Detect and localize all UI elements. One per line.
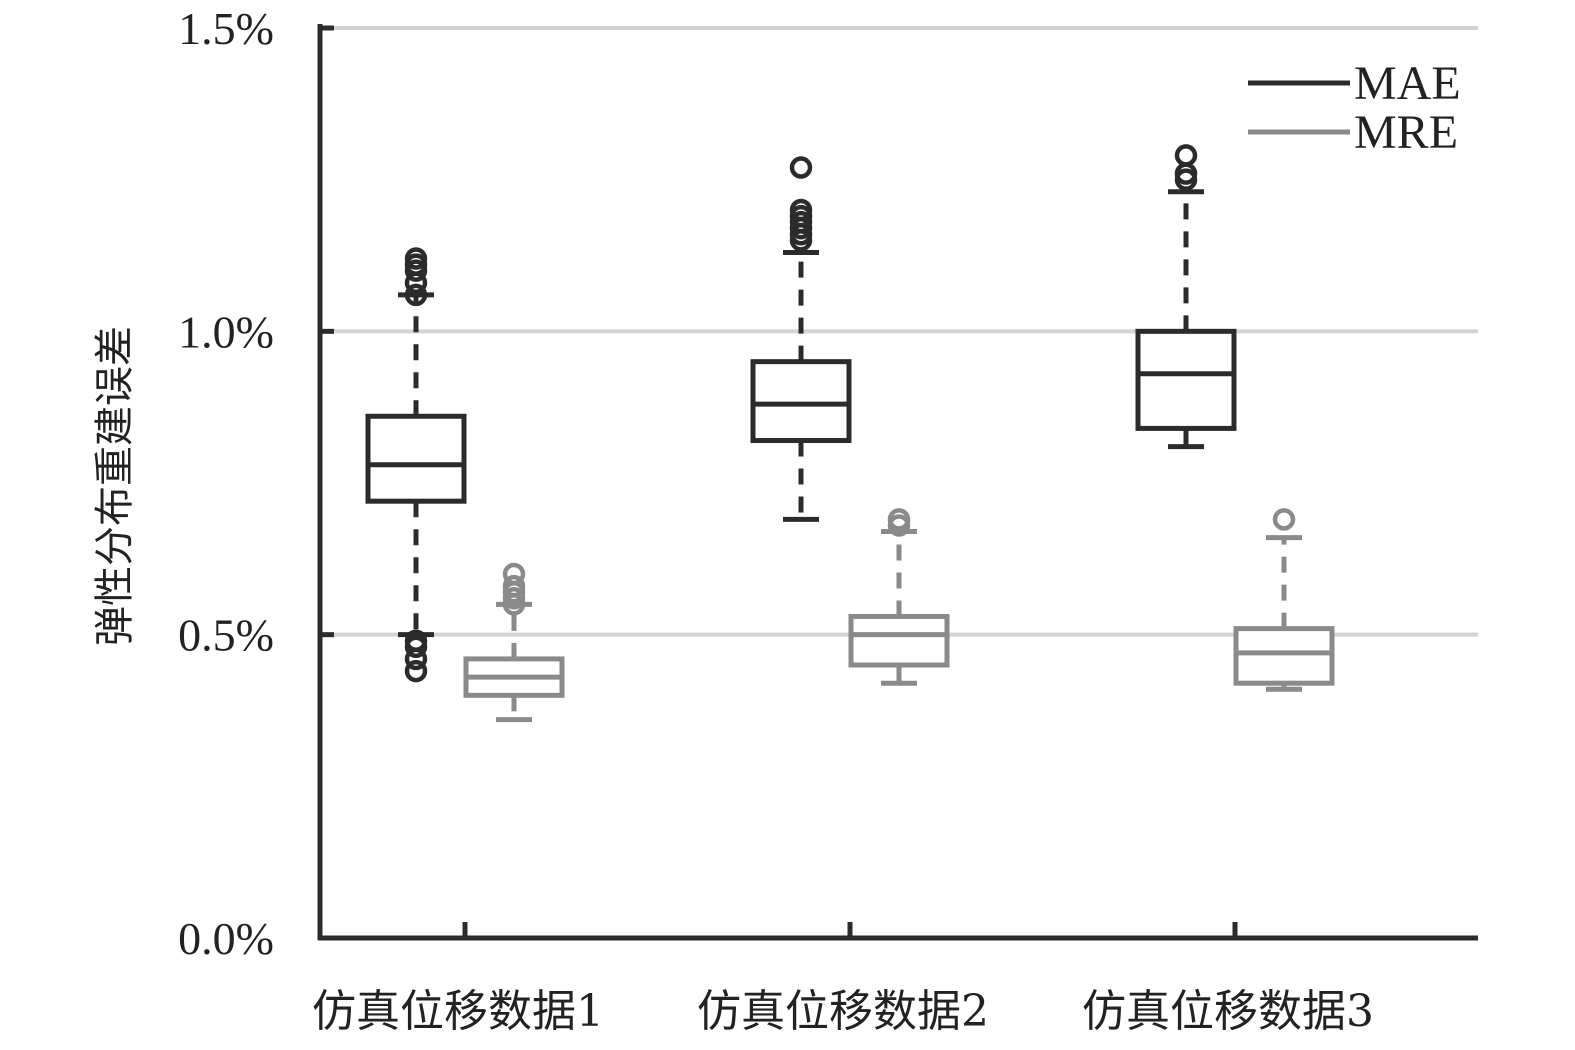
- outlier-point: [502, 574, 526, 598]
- box-iqr: [1233, 626, 1335, 686]
- box-mae-3: [1135, 144, 1237, 450]
- y-tick-label-0: 0.0%: [178, 913, 274, 964]
- box-iqr: [365, 413, 467, 504]
- outlier-point: [502, 562, 526, 586]
- outlier-point: [789, 156, 813, 179]
- box-mre-3: [1233, 508, 1335, 692]
- legend-label-mre: MRE: [1354, 106, 1458, 159]
- box-mae-2: [750, 156, 852, 522]
- y-tick-label-2: 1.0%: [178, 306, 274, 357]
- outlier-point: [404, 247, 428, 270]
- axis-labels: 0.0% 0.5% 1.0% 1.5% 仿真位移数据1 仿真位移数据2 仿真位移数据3 弹性分…: [92, 3, 1374, 1037]
- outlier-point: [1272, 508, 1296, 531]
- x-category-label-0: 仿真位移数据1: [312, 986, 604, 1037]
- box-plot-area: [365, 144, 1335, 723]
- outlier-point: [789, 198, 813, 222]
- x-category-label-2: 仿真位移数据3: [1082, 986, 1374, 1037]
- outlier-point: [1174, 144, 1198, 167]
- outlier-point: [404, 629, 428, 652]
- y-tick-label-3: 1.5%: [178, 3, 274, 54]
- box-iqr: [848, 613, 950, 668]
- outlier-point: [887, 508, 911, 531]
- box-mre-2: [848, 508, 950, 686]
- outlier-point: [404, 659, 428, 683]
- outlier-point: [404, 283, 428, 307]
- box-iqr: [750, 359, 852, 444]
- legend-label-mae: MAE: [1354, 57, 1461, 110]
- y-axis-title: 弹性分布重建误差: [92, 326, 138, 646]
- gridlines: [320, 26, 1478, 637]
- x-category-label-1: 仿真位移数据2: [697, 986, 989, 1037]
- y-tick-label-1: 0.5%: [178, 610, 274, 661]
- box-mre-1: [463, 562, 565, 723]
- box-mae-1: [365, 247, 467, 683]
- axes: [317, 24, 1478, 941]
- box-iqr: [1135, 328, 1237, 431]
